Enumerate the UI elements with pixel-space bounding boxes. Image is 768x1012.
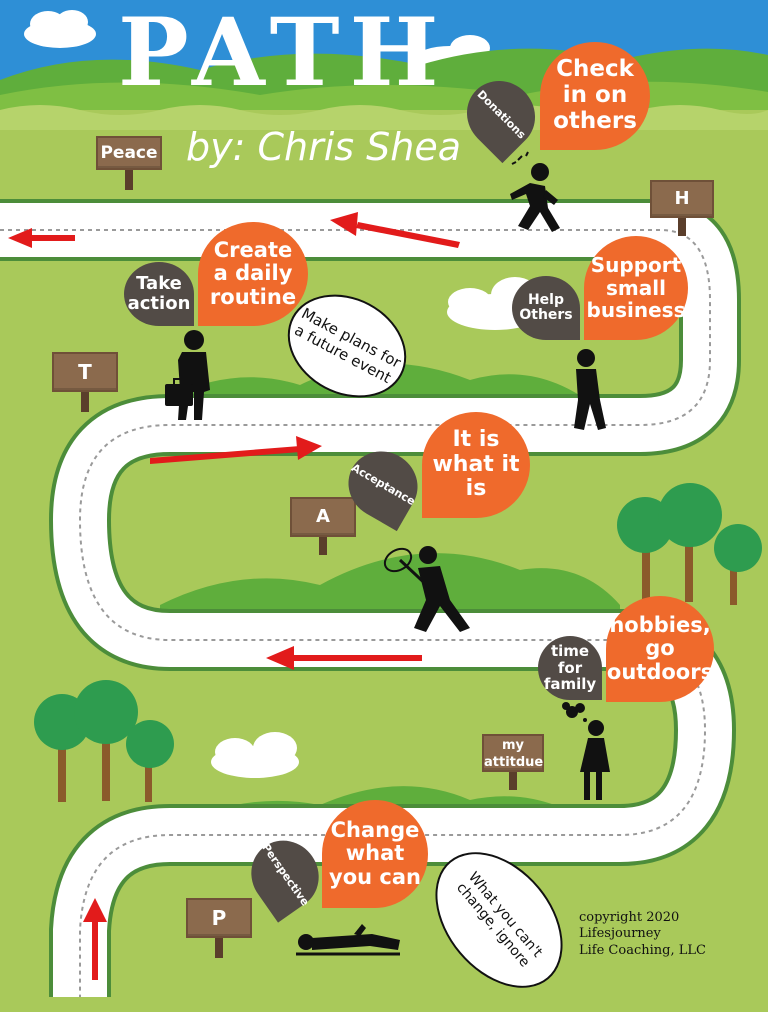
bubble-hobbies: hobbies, go outdoors [606,596,714,702]
bubble-change-what-you-can: Change what you can [322,800,428,908]
author-byline: by: Chris Shea [186,125,462,169]
sign-p: P [186,898,252,958]
page-title: PATH [118,0,449,108]
sign-label: T [52,352,118,392]
direction-arrow-icon [266,646,422,670]
bubble-it-is-what-it-is: It is what it is [422,412,530,518]
walking-person-icon [574,349,606,430]
sign-label: A [290,497,356,537]
direction-arrow-icon [8,228,75,248]
bubble-create-routine: Create a daily routine [198,222,308,326]
sign-label: Peace [96,136,162,170]
tree-icon [34,680,174,802]
sign-label: my attitdue [482,734,544,772]
hill [160,553,620,615]
road-dashes [0,229,711,997]
tree-icon [617,483,762,605]
sign-h: H [650,180,714,236]
direction-arrow-icon [330,212,460,248]
woman-icon [580,720,610,800]
butterfly-net-person-icon [383,546,470,632]
direction-arrow-icon [83,898,107,980]
sign-a: A [290,497,356,555]
running-person-icon [510,151,560,232]
cloud-icon [24,10,96,48]
direction-arrow-icon [150,436,322,464]
bubble-check-in: Check in on others [540,42,650,150]
businessman-icon [165,330,210,420]
copyright-line: Life Coaching, LLC [579,942,706,958]
cloud-icon [211,732,299,778]
sign-attitude: my attitdue [482,734,544,790]
copyright-line: copyright 2020 Lifesjourney [579,910,680,942]
sign-label: P [186,898,252,938]
bubble-time-for-family: time for family [538,636,602,700]
sign-t: T [52,352,118,412]
thought-cloud-icon [562,702,587,722]
sign-peace: Peace [96,136,162,190]
bubble-support-business: Support small business [584,236,688,340]
lying-person-icon [296,924,400,956]
sign-label: H [650,180,714,218]
bubble-help-others: Help Others [512,276,580,340]
copyright-notice: copyright 2020 Lifesjourney Life Coachin… [579,910,764,959]
bubble-take-action: Take action [124,262,194,326]
